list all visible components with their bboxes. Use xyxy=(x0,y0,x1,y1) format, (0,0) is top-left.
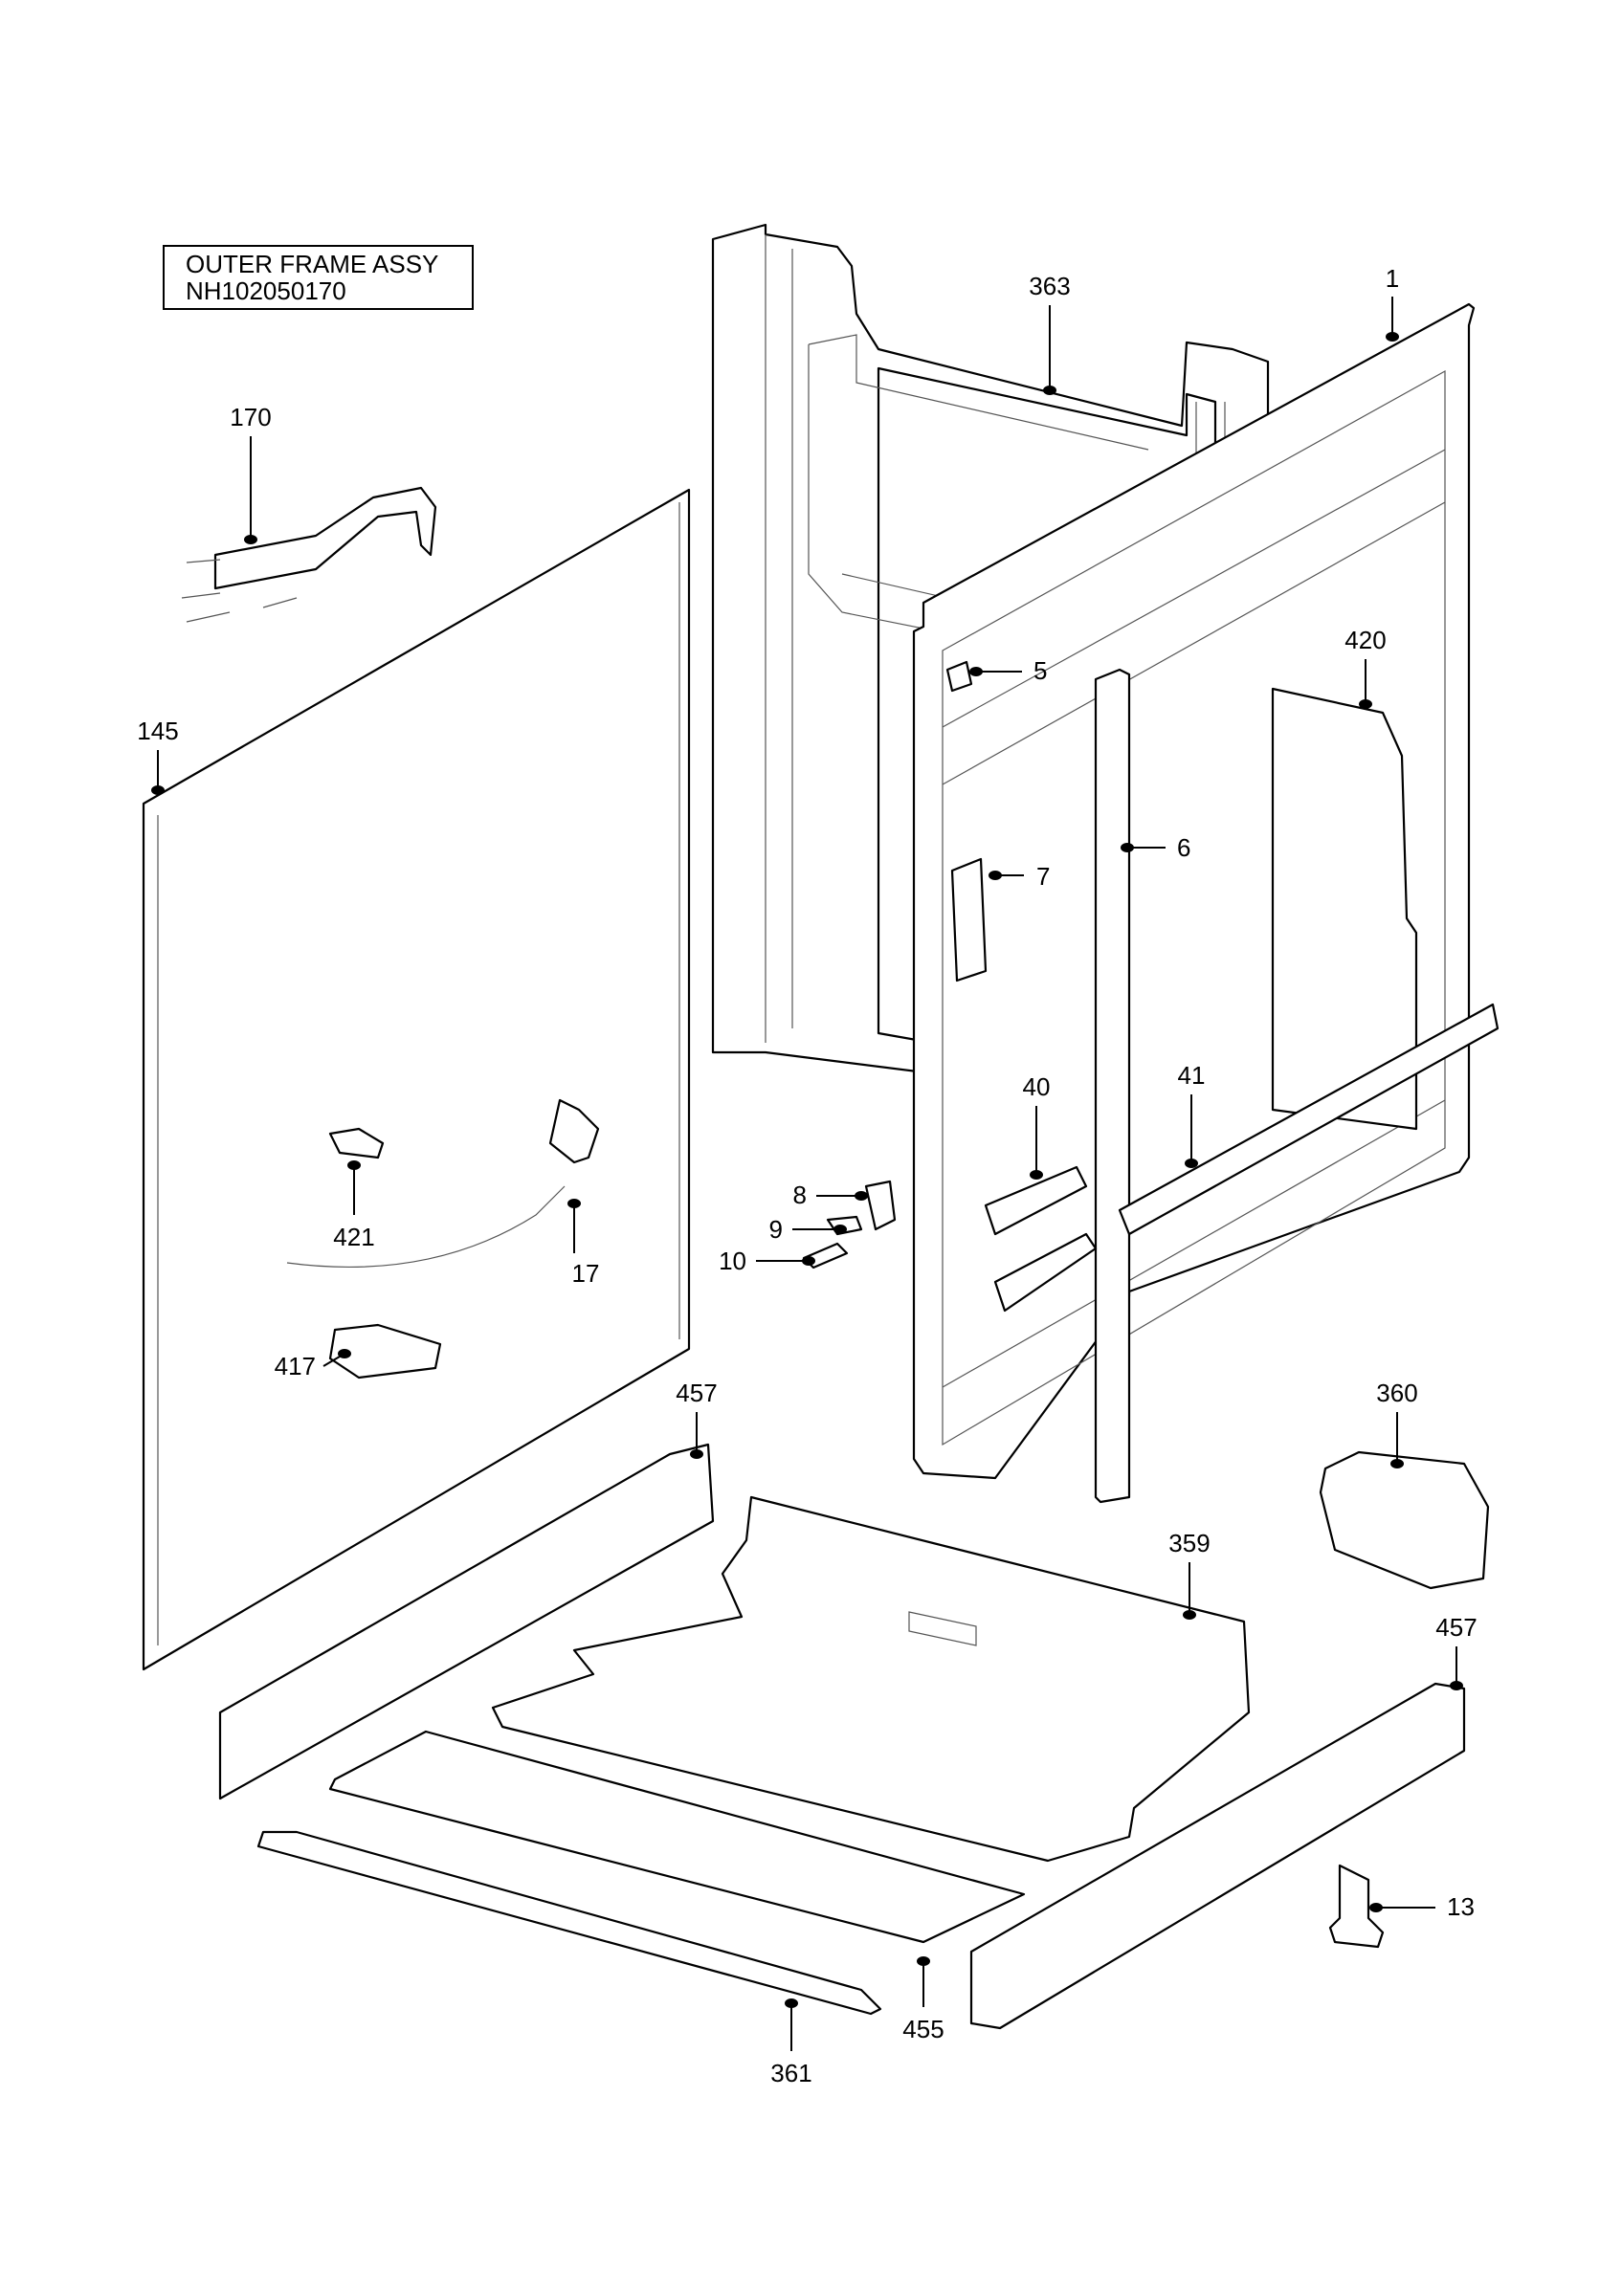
part-number-label: 421 xyxy=(333,1223,374,1251)
callout-p457a: 457 xyxy=(676,1379,718,1459)
part-number-label: 170 xyxy=(230,403,271,431)
callout-p455: 455 xyxy=(902,1956,944,2043)
leader-dot xyxy=(690,1449,703,1459)
part-number-label: 359 xyxy=(1168,1529,1210,1557)
callout-p40: 40 xyxy=(1023,1072,1051,1180)
part-number-label: 360 xyxy=(1376,1379,1417,1407)
callout-p145: 145 xyxy=(137,717,179,795)
leader-dot xyxy=(347,1160,361,1170)
vertical-strip-drawing xyxy=(1094,668,1131,1504)
wiring-harness-drawing xyxy=(181,486,437,623)
callout-p421: 421 xyxy=(333,1160,375,1251)
callout-p360: 360 xyxy=(1376,1379,1418,1468)
leader-dot xyxy=(1450,1681,1463,1690)
leader-dot xyxy=(338,1349,351,1358)
callout-p363: 363 xyxy=(1029,272,1071,395)
leader-dot xyxy=(989,871,1002,880)
callout-p8: 8 xyxy=(793,1181,868,1209)
leader-dot xyxy=(1185,1159,1198,1168)
callout-p9: 9 xyxy=(769,1215,847,1244)
part-number-label: 417 xyxy=(275,1352,316,1380)
leader-dot xyxy=(1390,1459,1404,1468)
callout-p420: 420 xyxy=(1344,626,1387,709)
part-number-label: 1 xyxy=(1386,264,1399,293)
part-number-label: 9 xyxy=(769,1215,783,1244)
part-number-label: 13 xyxy=(1447,1892,1475,1921)
base-right-rail-drawing xyxy=(969,1682,1466,2030)
base-left-rail-drawing xyxy=(218,1443,715,1800)
part-number-label: 457 xyxy=(1435,1613,1477,1642)
leader-dot xyxy=(802,1256,815,1266)
leader-dot xyxy=(1043,386,1056,395)
front-trim-361-drawing xyxy=(256,1830,882,2016)
part-number-label: 145 xyxy=(137,717,178,745)
wire-connector-drawing xyxy=(286,1098,600,1269)
clip-parts-drawing xyxy=(802,1180,897,1269)
side-panel-drawing xyxy=(142,488,691,1671)
part-number-label: 40 xyxy=(1023,1072,1051,1101)
part-number-label: 361 xyxy=(770,2059,811,2087)
part-number-label: 455 xyxy=(902,2015,944,2043)
leader-dot xyxy=(1183,1610,1196,1620)
callout-p10: 10 xyxy=(719,1247,815,1275)
leader-dot xyxy=(1030,1170,1043,1180)
part-number-label: 7 xyxy=(1036,862,1050,891)
assembly-title: OUTER FRAME ASSY xyxy=(186,250,439,278)
part-number-label: 6 xyxy=(1177,833,1190,862)
callout-p361: 361 xyxy=(770,1998,812,2087)
callout-p359: 359 xyxy=(1168,1529,1211,1620)
bracket-40-41-drawing xyxy=(984,1003,1500,1313)
callout-p13: 13 xyxy=(1369,1892,1475,1921)
bracket-417-drawing xyxy=(328,1323,442,1380)
callout-p457b: 457 xyxy=(1435,1613,1478,1690)
leader-dot xyxy=(969,667,983,676)
part-number-label: 363 xyxy=(1029,272,1070,300)
callout-p6: 6 xyxy=(1121,833,1190,862)
leader-dot xyxy=(917,1956,930,1966)
callout-p417: 417 xyxy=(275,1349,351,1380)
callout-p41: 41 xyxy=(1178,1061,1206,1168)
leader-dot xyxy=(244,535,257,544)
part-number-label: 17 xyxy=(572,1259,600,1288)
assembly-title-box: OUTER FRAME ASSY NH102050170 xyxy=(163,245,474,310)
part-number-label: 457 xyxy=(676,1379,717,1407)
part-number-label: 8 xyxy=(793,1181,807,1209)
leader-dot xyxy=(855,1191,868,1201)
callout-p17: 17 xyxy=(567,1199,599,1288)
base-plate-359-drawing xyxy=(491,1495,1251,1863)
leader-dot xyxy=(151,785,165,795)
leader-dot xyxy=(833,1225,847,1234)
leader-dot xyxy=(1386,332,1399,342)
leader-dot xyxy=(785,1998,798,2008)
callout-p1: 1 xyxy=(1386,264,1399,342)
front-plate-455-drawing xyxy=(328,1730,1026,1944)
callout-p5: 5 xyxy=(969,656,1047,685)
bracket-5-7-drawing xyxy=(945,660,988,982)
callout-p7: 7 xyxy=(989,862,1050,891)
part-number-label: 41 xyxy=(1178,1061,1206,1090)
leader-dot xyxy=(1121,843,1134,852)
leader-dot xyxy=(1359,699,1372,709)
callout-p170: 170 xyxy=(230,403,272,544)
part-number-label: 420 xyxy=(1344,626,1386,654)
cover-360-drawing xyxy=(1319,1450,1490,1590)
leader-dot xyxy=(1369,1903,1383,1912)
leader-dot xyxy=(567,1199,581,1208)
assembly-part-number: NH102050170 xyxy=(186,276,346,305)
adjustable-foot-drawing xyxy=(1328,1864,1385,1949)
part-number-label: 10 xyxy=(719,1247,746,1275)
part-number-label: 5 xyxy=(1033,656,1047,685)
callout-labels: 1 5 6 7 89 10 13 17 40 41 145 170 359 360 361 363 417 420… xyxy=(137,264,1477,2087)
